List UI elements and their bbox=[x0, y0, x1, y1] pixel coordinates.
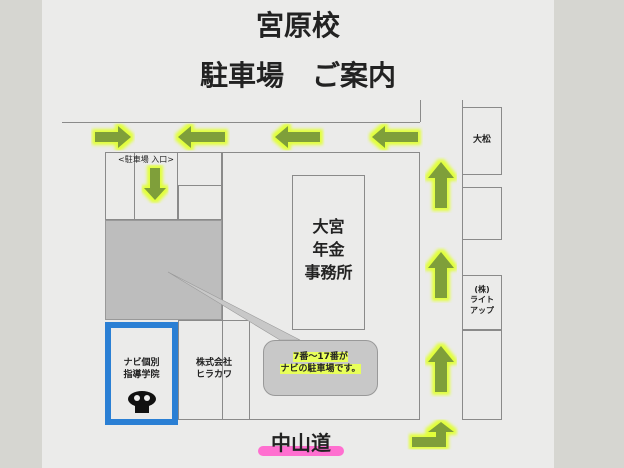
label-line: 大宮 bbox=[312, 217, 345, 236]
omatsu-building bbox=[462, 107, 502, 175]
arrow-right-icon bbox=[95, 126, 131, 148]
navi-school-label: ナビ個別 指導学院 bbox=[111, 358, 172, 381]
label-line: 7番～17番が bbox=[293, 352, 348, 362]
label-line: ライト bbox=[470, 295, 494, 305]
parking-lot bbox=[105, 220, 222, 320]
arrow-left-icon bbox=[275, 126, 320, 148]
navi-school-building bbox=[105, 322, 178, 425]
hirakawa-building bbox=[178, 320, 250, 420]
block-large bbox=[222, 152, 420, 420]
arrow-up-icon bbox=[428, 162, 454, 208]
block bbox=[462, 187, 502, 240]
label-line: 株式会社 bbox=[195, 358, 232, 368]
block bbox=[178, 185, 222, 220]
road-edge bbox=[420, 100, 421, 122]
block bbox=[462, 330, 502, 420]
parking-callout: 7番～17番が ナビの駐車場です。 bbox=[263, 340, 378, 396]
arrow-turn-icon bbox=[412, 422, 454, 447]
arrow-up-icon bbox=[428, 346, 454, 392]
label-line: 事務所 bbox=[304, 263, 353, 283]
block bbox=[134, 152, 178, 220]
road-edge-right bbox=[462, 100, 463, 420]
road-name: 中山道 bbox=[271, 431, 331, 455]
title-school: 宮原校 bbox=[255, 9, 340, 42]
arrow-down-icon bbox=[144, 168, 166, 200]
entrance-label: <駐車場 入口> bbox=[118, 155, 174, 164]
arrow-up-icon bbox=[428, 252, 454, 298]
label-line: 年金 bbox=[312, 240, 345, 260]
label-line: (株) bbox=[474, 285, 490, 294]
arrow-left-icon bbox=[178, 126, 225, 148]
label-line: ナビの駐車場です。 bbox=[280, 363, 361, 374]
lightup-building bbox=[462, 275, 502, 330]
arrow-left-icon bbox=[372, 126, 418, 148]
hirakawa-label: 株式会社 ヒラカワ bbox=[180, 358, 248, 381]
callout-text: 7番～17番が ナビの駐車場です。 bbox=[264, 352, 377, 375]
label-line: 指導学院 bbox=[123, 369, 160, 380]
road-top-edge bbox=[62, 122, 420, 123]
label-line: ヒラカワ bbox=[195, 369, 232, 380]
label-line: ナビ個別 bbox=[123, 358, 160, 368]
pension-office-label: 大宮 年金 事務所 bbox=[292, 215, 365, 285]
road-highlight bbox=[258, 446, 344, 456]
lightup-label: (株) ライト アップ bbox=[462, 285, 502, 316]
label-line: アップ bbox=[470, 305, 494, 315]
pension-office-building bbox=[292, 175, 365, 330]
mascot-icon bbox=[128, 391, 156, 413]
omatsu-label: 大松 bbox=[472, 135, 491, 145]
title-parking-guide: 駐車場 ご案内 bbox=[199, 59, 396, 92]
